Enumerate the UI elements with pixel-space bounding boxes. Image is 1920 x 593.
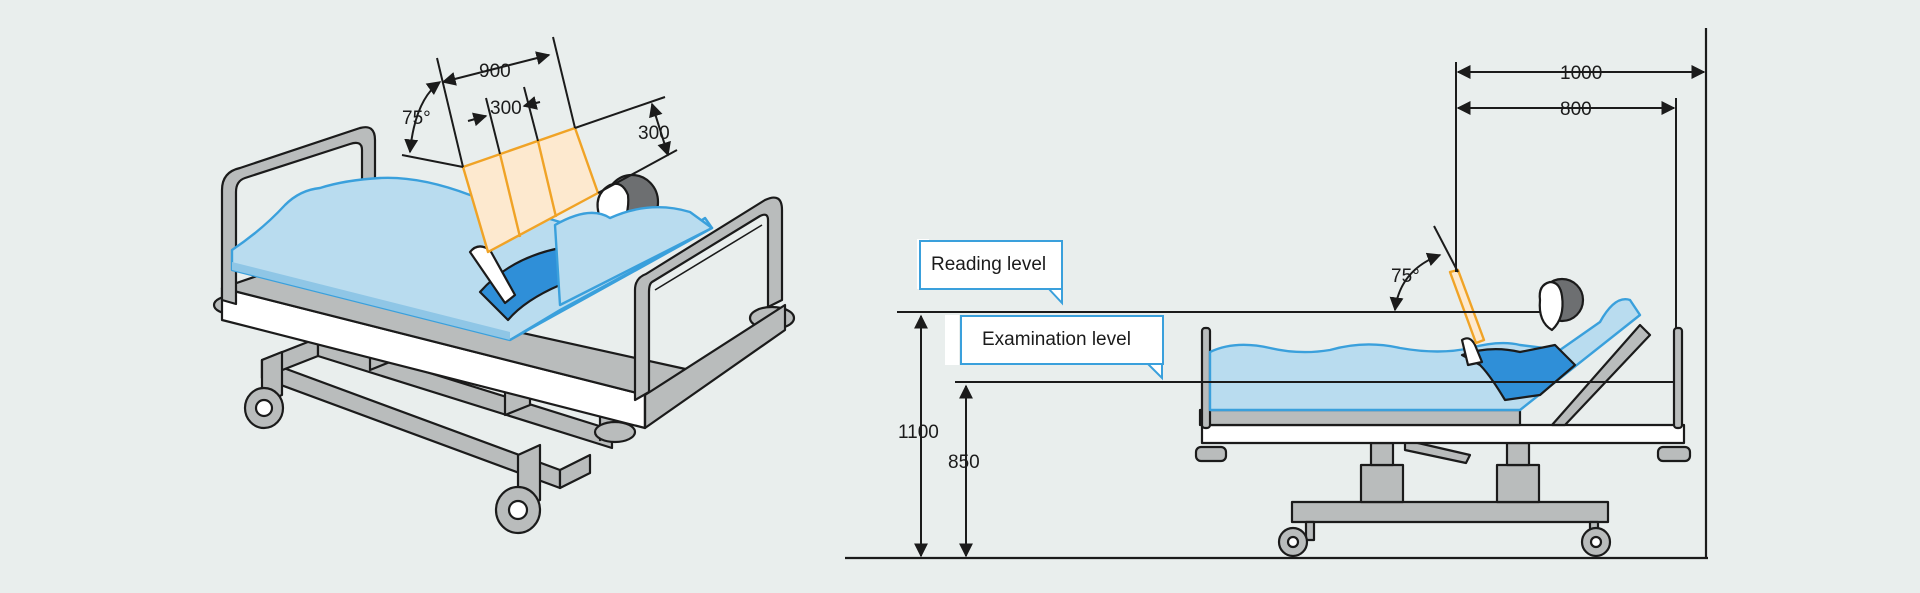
floor-and-wall — [845, 28, 1708, 560]
tilt-angle-label: 75° — [402, 108, 431, 129]
reading-angle-label: 75° — [1391, 266, 1420, 287]
bed-frame — [220, 273, 787, 430]
head-end-rail — [1672, 326, 1684, 430]
reading-level-callout: Reading level — [919, 240, 1063, 290]
left-dimension-lines — [401, 36, 678, 194]
bed-foot — [1656, 445, 1692, 463]
isometric-bed-illustration — [212, 126, 796, 535]
width-900-label: 900 — [479, 61, 511, 82]
wheel — [1277, 526, 1309, 558]
bed-foot — [1194, 445, 1228, 463]
backrest — [1550, 323, 1652, 427]
bed-frame — [1200, 423, 1686, 445]
right-dimension-lines — [897, 62, 1706, 558]
distance-1000-label: 1000 — [1560, 63, 1602, 84]
panel-300-label: 300 — [490, 98, 522, 119]
reading-board — [461, 126, 600, 254]
height-850-label: 850 — [948, 452, 980, 473]
wheel — [494, 485, 542, 535]
examination-level-callout: Examination level — [960, 315, 1164, 365]
wheel — [593, 420, 637, 444]
callout-backing — [945, 315, 959, 365]
reading-board — [1448, 268, 1486, 345]
foot-rail — [633, 196, 784, 402]
patient-figure — [1460, 277, 1585, 402]
lift-column — [1359, 463, 1405, 504]
distance-800-label: 800 — [1560, 99, 1592, 120]
depth-300-label: 300 — [638, 123, 670, 144]
height-1100-label: 1100 — [898, 422, 939, 443]
mattress — [230, 176, 714, 342]
wheel — [1580, 526, 1612, 558]
bed-base-bar — [1290, 500, 1610, 524]
lift-column — [1495, 463, 1541, 504]
wheel — [243, 386, 285, 430]
